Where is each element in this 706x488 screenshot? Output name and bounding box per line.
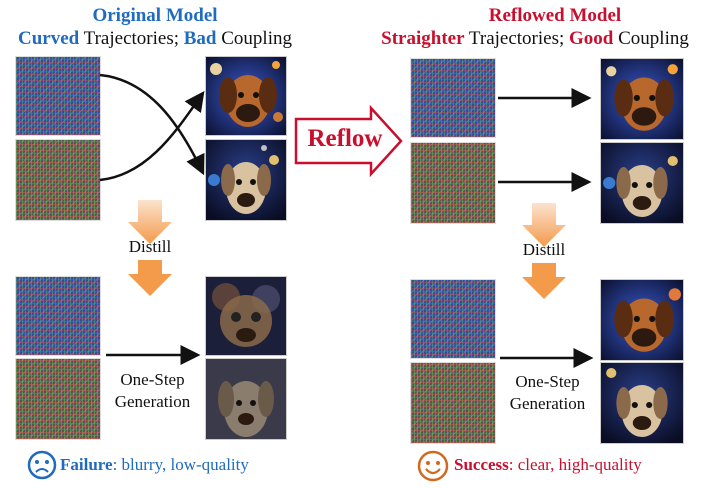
- right-subtitle-good: Good: [569, 28, 614, 49]
- clear-dog-image: [600, 362, 684, 444]
- left-one-step-arrow: [106, 345, 201, 365]
- right-distill-label: Distill: [522, 240, 566, 259]
- left-subtitle-trajectories: Trajectories;: [79, 28, 184, 49]
- left-distill-arrow: [128, 200, 172, 296]
- curved-trajectory-arrows: [99, 73, 205, 182]
- left-onestep-line1: One-Step: [120, 370, 185, 389]
- right-one-step-arrow: [500, 348, 594, 368]
- clear-dog-image: [600, 279, 684, 361]
- happy-face-icon: [417, 450, 449, 482]
- noise-image-top-right: [410, 58, 496, 138]
- right-title: Reflowed Model: [488, 5, 622, 26]
- right-outcome-word: Success: [454, 455, 509, 474]
- generated-dog-image: [600, 142, 684, 224]
- generated-dog-image: [600, 58, 684, 140]
- right-subtitle-coupling: Coupling: [613, 28, 689, 49]
- left-title: Original Model: [92, 5, 218, 26]
- sad-face-icon: [27, 450, 57, 480]
- right-subtitle-trajectories: Trajectories;: [464, 28, 570, 49]
- trajectory-arrow-curve: [99, 90, 205, 182]
- right-subtitle-straighter: Straighter: [381, 28, 465, 49]
- left-outcome-word: Failure: [60, 455, 113, 474]
- right-onestep-line2: Generation: [509, 394, 586, 413]
- reflow-label: Reflow: [307, 125, 383, 152]
- right-outcome: Success: clear, high-quality: [454, 455, 642, 475]
- generated-dog-image: [205, 56, 287, 136]
- noise-image-bottom-left-bottom: [15, 358, 101, 440]
- reflow-arrow: Reflow: [293, 105, 405, 177]
- right-onestep-line1: One-Step: [515, 372, 580, 391]
- left-subtitle: Curved Trajectories; Bad Coupling: [5, 28, 305, 50]
- noise-image-bottom-left: [15, 139, 101, 221]
- noise-image-bottom-right: [410, 142, 496, 224]
- right-outcome-desc: : clear, high-quality: [508, 455, 642, 474]
- straight-trajectory-arrow: [498, 172, 592, 192]
- straight-trajectory-arrow: [498, 88, 592, 108]
- left-onestep-line2: Generation: [114, 392, 191, 411]
- generated-dog-image: [205, 139, 287, 221]
- left-subtitle-coupling: Coupling: [216, 28, 292, 49]
- right-subtitle: Straighter Trajectories; Good Coupling: [367, 28, 703, 50]
- noise-image-top-left: [15, 56, 101, 136]
- left-outcome: Failure: blurry, low-quality: [60, 455, 249, 475]
- left-subtitle-curved: Curved: [18, 28, 80, 49]
- noise-image-top-left-bottom: [15, 276, 101, 356]
- trajectory-arrow-curve: [99, 73, 205, 176]
- left-distill-label: Distill: [128, 237, 172, 256]
- left-outcome-desc: : blurry, low-quality: [112, 455, 249, 474]
- right-distill-arrow: [522, 203, 566, 299]
- blurry-dog-image: [205, 276, 287, 356]
- blurry-dog-image: [205, 358, 287, 440]
- noise-image-bottom-right-bottom: [410, 362, 496, 444]
- noise-image-top-right-bottom: [410, 279, 496, 359]
- left-subtitle-bad: Bad: [183, 28, 217, 49]
